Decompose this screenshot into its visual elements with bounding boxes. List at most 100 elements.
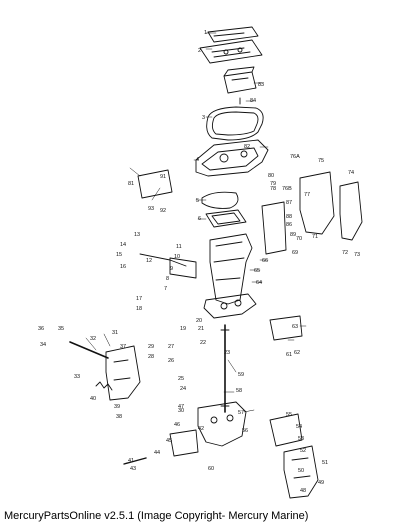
part-callout-51: 51 [322,460,328,466]
driveshaft-housing-part [203,233,257,319]
part-callout-24: 24 [180,386,186,392]
top-plate-part [207,26,259,43]
part-callout-73: 73 [354,252,360,258]
part-callout-40: 40 [90,396,96,402]
part-callout-21: 21 [198,326,204,332]
part-callout-54: 54 [296,424,302,430]
part-callout-30: 30 [178,408,184,414]
part-callout-76a: 76A [290,154,300,160]
part-callout-37: 37 [120,344,126,350]
part-callout-64: 64 [256,280,262,286]
seal-ring-part [206,106,264,141]
spring-part [95,381,113,391]
part-callout-58: 58 [236,388,242,394]
seal-part [201,191,239,209]
part-callout-63: 63 [292,324,298,330]
part-callout-75: 75 [318,158,324,164]
stern-bracket-right-part [283,445,319,499]
part-callout-59: 59 [238,372,244,378]
part-callout-77: 77 [304,192,310,198]
part-callout-70: 70 [296,236,302,242]
water-cap-part [223,66,257,94]
gasket-plate-part [199,39,263,64]
part-callout-36: 36 [38,326,44,332]
part-callout-25: 25 [178,376,184,382]
part-callout-7: 7 [164,286,167,292]
part-callout-23: 23 [224,350,230,356]
part-callout-66: 66 [262,258,268,264]
rear-mount-part [269,413,303,447]
part-callout-61: 61 [286,352,292,358]
cowl-panel-part [299,171,363,241]
part-callout-82: 82 [244,144,250,150]
part-callout-31: 31 [112,330,118,336]
part-callout-50: 50 [298,468,304,474]
part-callout-76b: 76B [282,186,292,192]
part-callout-49: 49 [318,480,324,486]
part-callout-52: 52 [300,448,306,454]
clamp-part [137,169,173,199]
part-callout-41: 41 [128,458,134,464]
part-callout-28: 28 [148,354,154,360]
part-callout-86: 86 [286,222,292,228]
image-caption: MercuryPartsOnline v2.5.1 (Image Copyrig… [4,510,309,522]
part-callout-47: 47 [178,404,184,410]
part-callout-10: 10 [174,254,180,260]
part-callout-48: 48 [300,488,306,494]
tilt-lock-part [169,429,199,457]
part-callout-69: 69 [292,250,298,256]
part-callout-87: 87 [286,200,292,206]
part-callout-17: 17 [136,296,142,302]
part-callout-93: 93 [148,206,154,212]
part-callout-2: 2 [198,48,201,54]
part-callout-16: 16 [120,264,126,270]
part-callout-55: 55 [286,412,292,418]
part-callout-20: 20 [196,318,202,324]
part-callout-62: 62 [294,350,300,356]
part-callout-91: 91 [160,174,166,180]
part-callout-3: 3 [202,115,205,121]
part-callout-22: 22 [200,340,206,346]
part-callout-26: 26 [168,358,174,364]
part-callout-38: 38 [116,414,122,420]
part-callout-84: 84 [250,98,256,104]
part-callout-8: 8 [166,276,169,282]
part-callout-18: 18 [136,306,142,312]
part-callout-92: 92 [160,208,166,214]
adapter-plate-part [195,139,269,177]
part-callout-46: 46 [174,422,180,428]
part-callout-53: 53 [298,436,304,442]
bracket-plate-part [261,201,287,255]
part-callout-42: 42 [198,426,204,432]
part-callout-78: 78 [270,186,276,192]
part-callout-45: 45 [166,438,172,444]
part-callout-72: 72 [342,250,348,256]
part-callout-14: 14 [120,242,126,248]
part-callout-79: 79 [270,181,276,187]
part-callout-32: 32 [90,336,96,342]
part-callout-74: 74 [348,170,354,176]
part-callout-4: 4 [196,157,199,163]
part-callout-83: 83 [258,82,264,88]
part-callout-43: 43 [130,466,136,472]
part-callout-27: 27 [168,344,174,350]
part-callout-5: 5 [196,198,199,204]
gasket-part [205,209,247,228]
part-callout-11: 11 [176,244,182,250]
part-callout-60: 60 [208,466,214,472]
exploded-parts-diagram: 128384382480797876A76B757481919392568789… [38,26,363,499]
part-callout-88: 88 [286,214,292,220]
part-callout-71: 71 [312,234,318,240]
part-callout-35: 35 [58,326,64,332]
part-callout-19: 19 [180,326,186,332]
part-callout-13: 13 [134,232,140,238]
swivel-bracket-part [197,401,247,447]
part-callout-80: 80 [268,173,274,179]
part-callout-57: 57 [238,410,244,416]
part-callout-89: 89 [290,232,296,238]
part-callout-29: 29 [148,344,154,350]
part-callout-44: 44 [154,450,160,456]
part-callout-39: 39 [114,404,120,410]
